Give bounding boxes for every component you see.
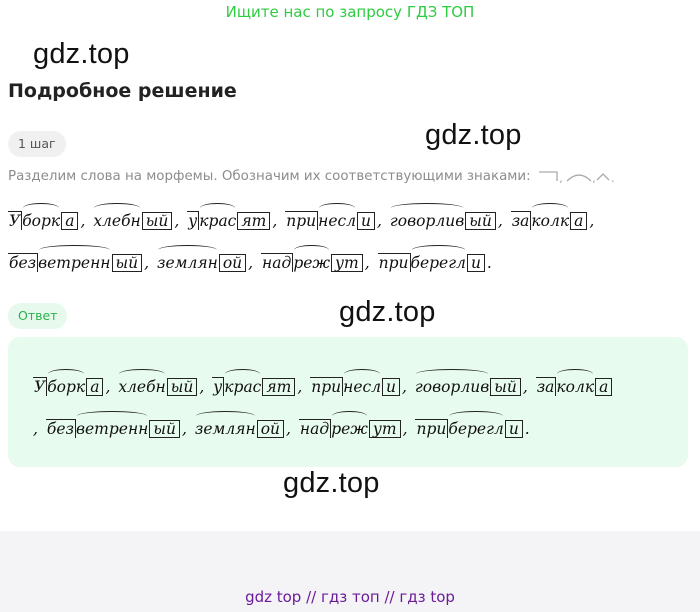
step-badge: 1 шаг	[8, 131, 66, 157]
page-title: Подробное решение	[8, 80, 237, 102]
answer-badge: Ответ	[8, 303, 68, 329]
footer-links[interactable]: gdz top // гдз топ // гдз top	[245, 588, 455, 606]
watermark: gdz.top	[33, 38, 130, 70]
watermark: gdz.top	[339, 296, 436, 328]
instruction-text: Разделим слова на морфемы. Обозначим их …	[8, 169, 617, 184]
search-banner: Ищите нас по запросу ГДЗ ТОП	[225, 3, 475, 21]
watermark: gdz.top	[283, 467, 380, 499]
footer-area	[0, 531, 700, 612]
instruction-label: Разделим слова на морфемы. Обозначим их …	[8, 169, 531, 184]
svg-text:,: ,	[592, 171, 596, 183]
svg-text:,: ,	[559, 171, 563, 183]
watermark: gdz.top	[425, 119, 522, 151]
morpheme-symbols-icon: , , .	[538, 171, 615, 183]
answer-panel	[8, 337, 688, 467]
svg-text:.: .	[611, 171, 615, 183]
